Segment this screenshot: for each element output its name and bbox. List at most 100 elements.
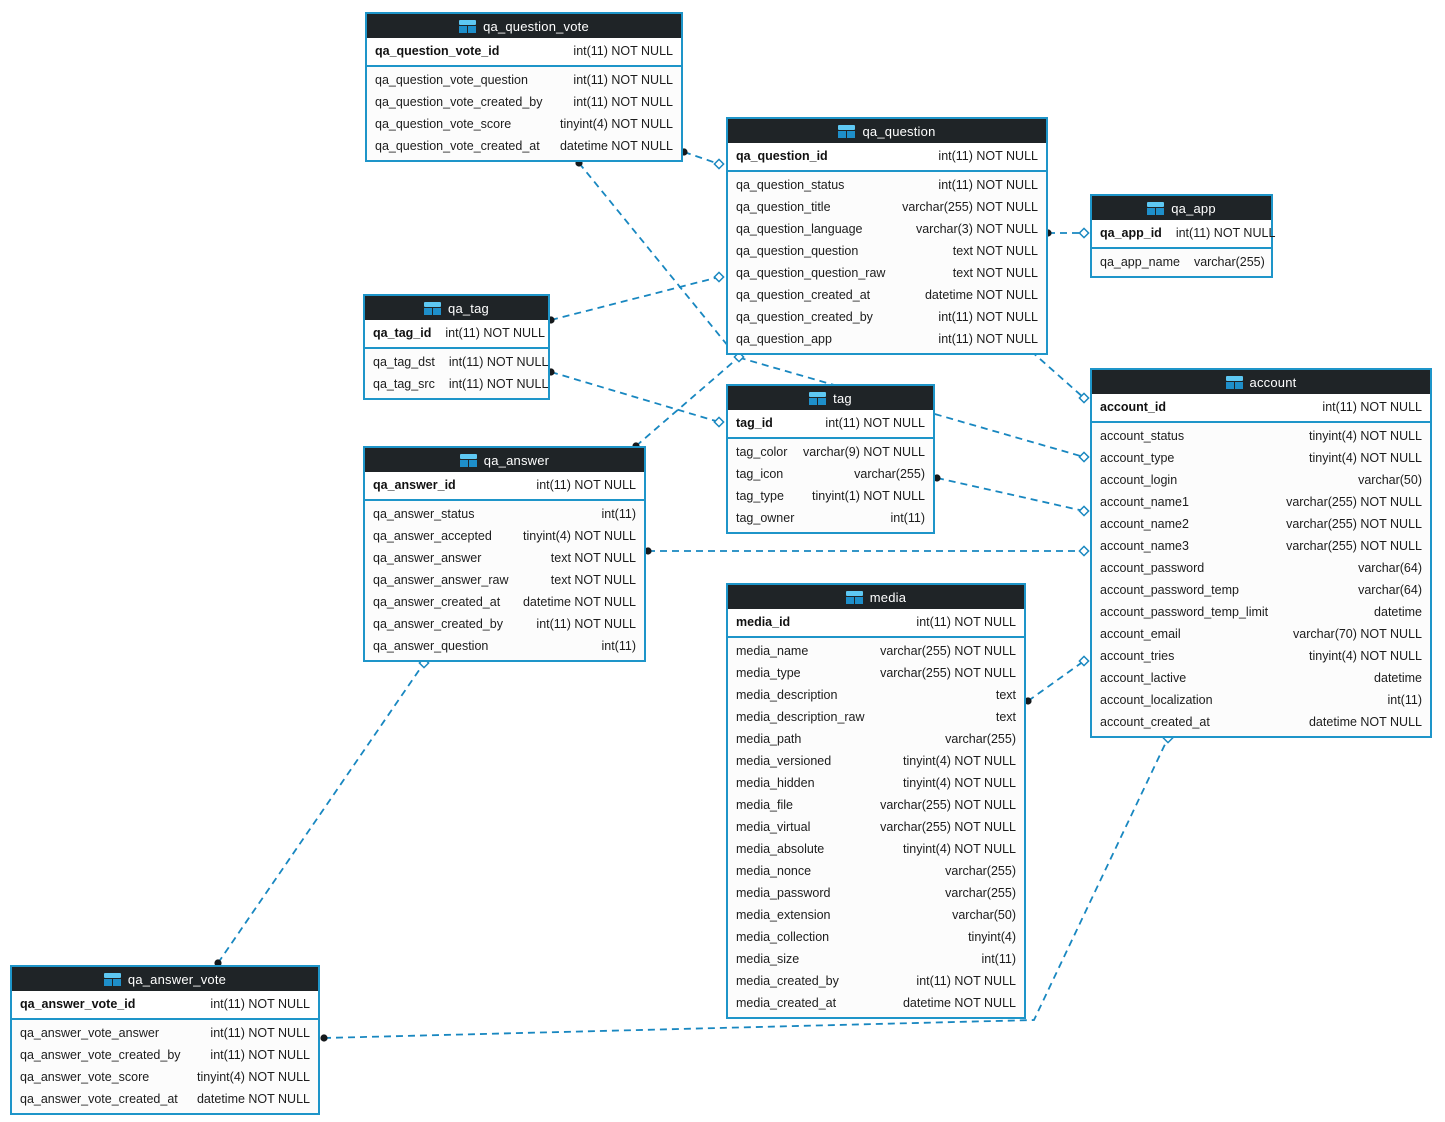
relationship-line[interactable]	[936, 477, 1085, 512]
relationship-line[interactable]	[1027, 660, 1085, 702]
table-header[interactable]: qa_tag	[365, 296, 548, 320]
relationship-tag.tag_owner--account.account_id[interactable]	[933, 474, 1090, 517]
relationship-qa_question.qa_question_created_by--account.account_id[interactable]	[1027, 347, 1090, 404]
relationship-line[interactable]	[1030, 350, 1085, 399]
relationship-line[interactable]	[550, 371, 720, 423]
relationship-line[interactable]	[550, 276, 720, 321]
table-header[interactable]: tag	[728, 386, 933, 410]
relationship-qa_question.qa_question_app--qa_app.qa_app_id[interactable]	[1044, 227, 1090, 239]
table-header[interactable]: qa_question	[728, 119, 1046, 143]
relationship-line[interactable]	[323, 737, 1169, 1039]
table-header[interactable]: qa_app	[1092, 196, 1271, 220]
relationship-line[interactable]	[635, 356, 740, 447]
table-header[interactable]: qa_answer	[365, 448, 644, 472]
relationship-media.media_created_by--account.account_id[interactable]	[1024, 655, 1090, 705]
relationship-qa_answer.qa_answer_created_by--account.account_id[interactable]	[644, 545, 1090, 557]
relationship-line[interactable]	[683, 151, 720, 165]
relationship-qa_question_vote.qa_question_vote_question--qa_question.qa_question_id[interactable]	[680, 148, 725, 170]
table-header[interactable]: media	[728, 585, 1024, 609]
relationship-qa_tag.qa_tag_dst--tag.tag_id[interactable]	[547, 368, 725, 428]
table-header[interactable]: qa_answer_vote	[12, 967, 318, 991]
relationship-qa_tag.qa_tag_src--qa_question.qa_question_id[interactable]	[547, 271, 725, 324]
relationship-line[interactable]	[217, 662, 425, 964]
table-header[interactable]: qa_question_vote	[367, 14, 681, 38]
table-header[interactable]: account	[1092, 370, 1430, 394]
relationship-qa_answer_vote.qa_answer_vote_answer--qa_answer.qa_answer_id[interactable]	[214, 657, 430, 967]
